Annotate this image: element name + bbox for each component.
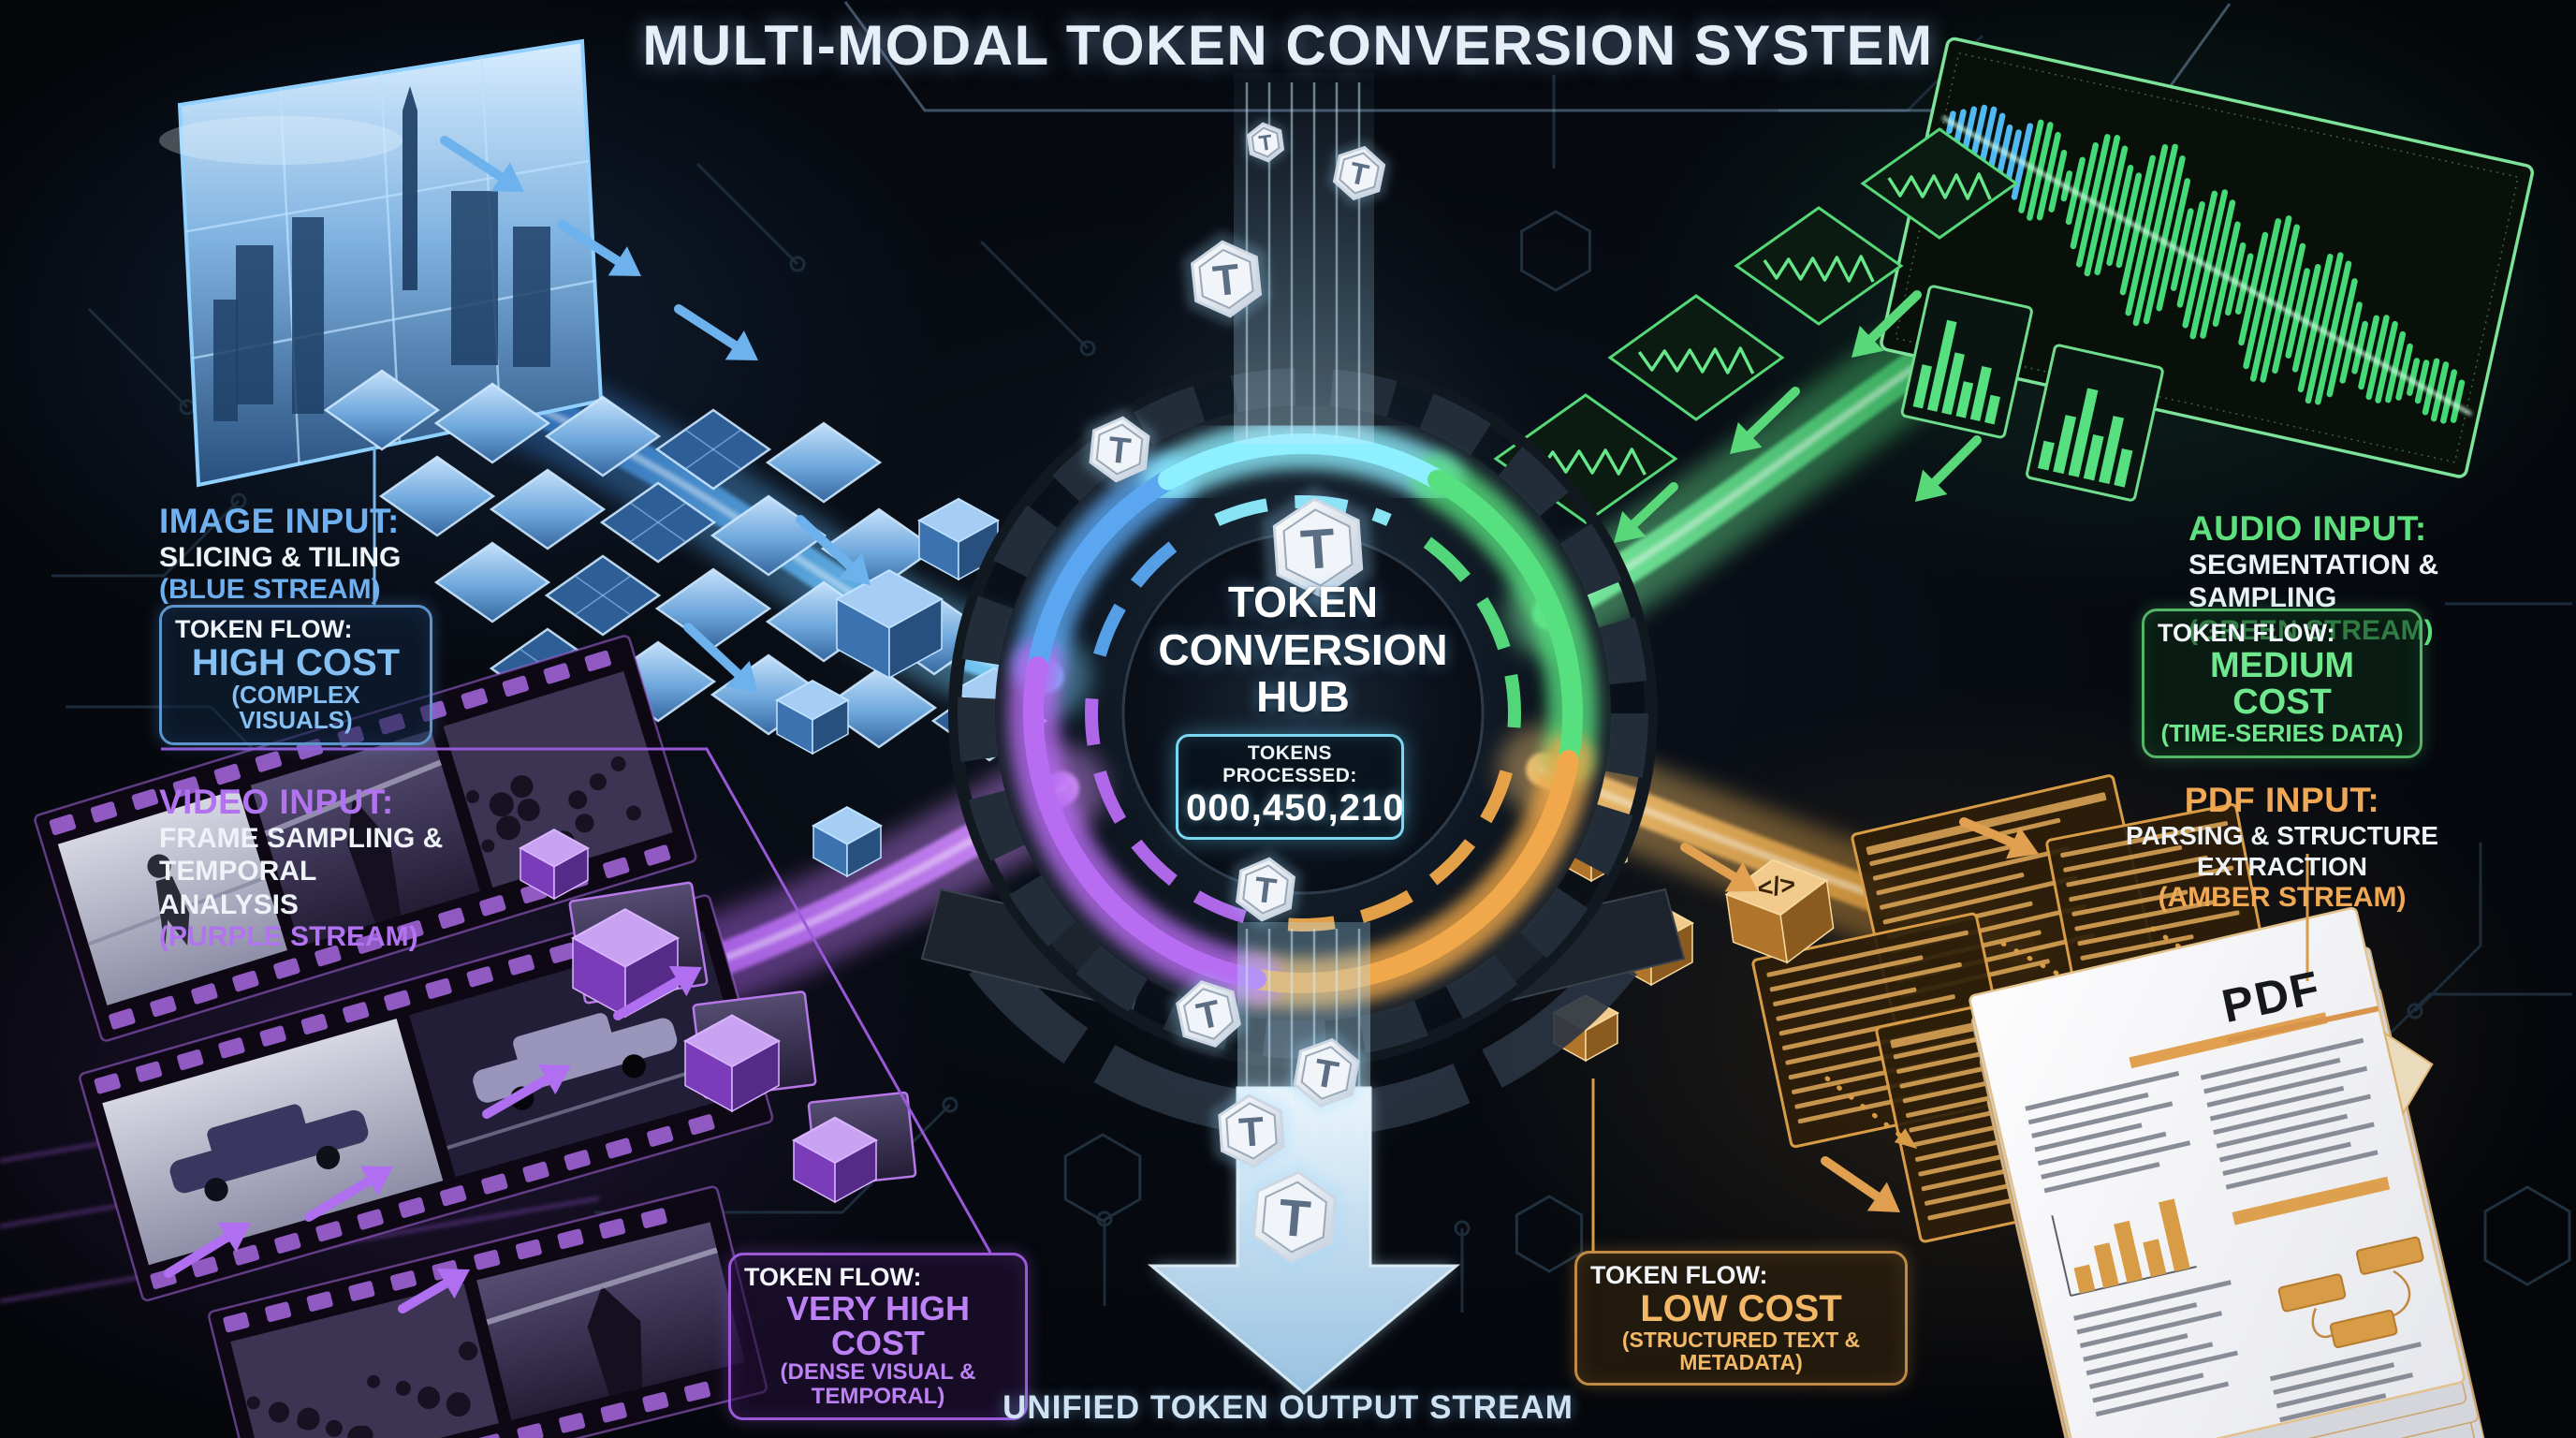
token-hexagon-icon: T <box>1210 1085 1293 1177</box>
svg-text:T: T <box>1210 254 1241 305</box>
image-input-stream: (BLUE STREAM) <box>159 574 381 606</box>
pdf-input-method: PARSING & STRUCTURE EXTRACTION <box>2126 821 2438 882</box>
waveform-icon <box>1941 104 2473 424</box>
purple-arrows <box>164 965 702 1313</box>
pdf-input-group: </> <box>1551 774 2489 1438</box>
image-flow-cost: HIGH COST <box>191 642 401 683</box>
svg-text:T: T <box>1106 430 1133 472</box>
pdf-flow-diagram <box>2277 1236 2424 1349</box>
pdf-input-stream: (AMBER STREAM) <box>2158 882 2407 914</box>
image-input-method: SLICING & TILING <box>159 542 402 573</box>
audio-segment-tile <box>1607 294 1785 421</box>
video-input-stream: (PURPLE STREAM) <box>159 921 418 953</box>
audio-flow-cost: MEDIUM COST <box>2209 646 2355 722</box>
pdf-chart <box>2051 1198 2197 1298</box>
token-hexagon-icon: T <box>1262 485 1374 610</box>
audio-waveform-panel <box>1880 37 2535 478</box>
video-flow-label: TOKEN FLOW: <box>744 1263 922 1291</box>
video-frame-cubes <box>518 829 917 1204</box>
svg-text:T: T <box>1299 517 1338 581</box>
svg-text:T: T <box>1237 1108 1266 1156</box>
title-plate-border <box>843 1 2232 112</box>
audio-bar-panel <box>1900 285 2033 439</box>
video-token-flow-box: TOKEN FLOW: VERY HIGH COST (DENSE VISUAL… <box>728 1253 1028 1420</box>
video-input-method: FRAME SAMPLING & TEMPORAL ANALYSIS <box>159 823 444 920</box>
tokens-processed-panel: TOKENS PROCESSED: 000,450,210 <box>1176 734 1404 840</box>
audio-token-flow-box: TOKEN FLOW: MEDIUM COST (TIME-SERIES DAT… <box>2142 609 2422 758</box>
token-hexagon-icon: T <box>1082 408 1157 491</box>
tokens-processed-label: TOKENS PROCESSED: <box>1222 742 1357 786</box>
tokens-processed-value: 000,450,210 <box>1186 787 1405 829</box>
svg-text:</>: </> <box>1756 869 1797 902</box>
film-strip <box>34 635 697 1042</box>
video-input-name: VIDEO INPUT: <box>159 783 394 821</box>
film-strip <box>208 1185 768 1438</box>
audio-flow-detail: (TIME-SERIES DATA) <box>2160 718 2404 747</box>
image-input-name: IMAGE INPUT: <box>159 502 400 540</box>
hub-title-line1: TOKEN <box>1227 578 1379 626</box>
pdf-flow-label: TOKEN FLOW: <box>1590 1261 1768 1289</box>
pdf-input-name: PDF INPUT: <box>2184 781 2380 819</box>
token-hexagon-icon: T <box>1182 231 1270 327</box>
audio-segment-tile <box>1734 206 1904 326</box>
pdf-input-label: PDF INPUT: PARSING & STRUCTURE EXTRACTIO… <box>2059 781 2505 915</box>
audio-input-method: SEGMENTATION & SAMPLING <box>2188 550 2439 614</box>
svg-text:T: T <box>1257 130 1274 156</box>
audio-flow-label: TOKEN FLOW: <box>2158 619 2335 647</box>
audio-segment-tile <box>1860 127 2019 240</box>
code-cube: </> <box>1724 858 1835 964</box>
token-hexagon-icon: T <box>1229 850 1302 929</box>
audio-bar-panel <box>2026 344 2164 502</box>
hub-title: TOKEN CONVERSION HUB <box>1116 579 1490 721</box>
video-input-label: VIDEO INPUT: FRAME SAMPLING & TEMPORAL A… <box>159 783 449 954</box>
pdf-flow-detail: (STRUCTURED TEXT & METADATA) <box>1621 1327 1861 1374</box>
image-flow-detail: (COMPLEX VISUALS) <box>231 680 360 735</box>
image-token-flow-box: TOKEN FLOW: HIGH COST (COMPLEX VISUALS) <box>159 605 432 746</box>
token-hexagon-icon: T <box>1326 139 1392 207</box>
token-hexagon-icon: T <box>1243 118 1288 167</box>
video-input-group <box>0 635 992 1438</box>
token-hexagon-icon: T <box>1242 1159 1347 1275</box>
svg-text:T: T <box>1276 1188 1312 1249</box>
hub-title-line2: CONVERSION <box>1158 624 1448 674</box>
image-input-label: IMAGE INPUT: SLICING & TILING (BLUE STRE… <box>159 502 401 607</box>
token-hexagon-icon: T <box>1285 1030 1368 1116</box>
pdf-page-stack <box>1969 906 2489 1438</box>
output-stream-label: UNIFIED TOKEN OUTPUT STREAM <box>1003 1389 1573 1426</box>
image-flow-label: TOKEN FLOW: <box>175 615 353 643</box>
audio-input-group <box>1493 37 2535 543</box>
video-label-connector <box>161 747 992 1254</box>
green-arrows <box>1614 290 1982 543</box>
svg-text:T: T <box>1252 871 1279 913</box>
hub-title-line3: HUB <box>1256 672 1350 722</box>
video-flow-detail: (DENSE VISUAL & TEMPORAL) <box>780 1359 976 1409</box>
pdf-page-content <box>2025 1012 2434 1423</box>
pdf-token-flow-box: TOKEN FLOW: LOW COST (STRUCTURED TEXT & … <box>1574 1251 1908 1387</box>
pdf-flow-cost: LOW COST <box>1640 1288 1842 1329</box>
token-hexagon-icon: T <box>1168 973 1249 1055</box>
video-flow-cost: VERY HIGH COST <box>785 1289 971 1362</box>
page-title: MULTI-MODAL TOKEN CONVERSION SYSTEM <box>642 14 1934 77</box>
audio-input-name: AUDIO INPUT: <box>2188 509 2427 548</box>
